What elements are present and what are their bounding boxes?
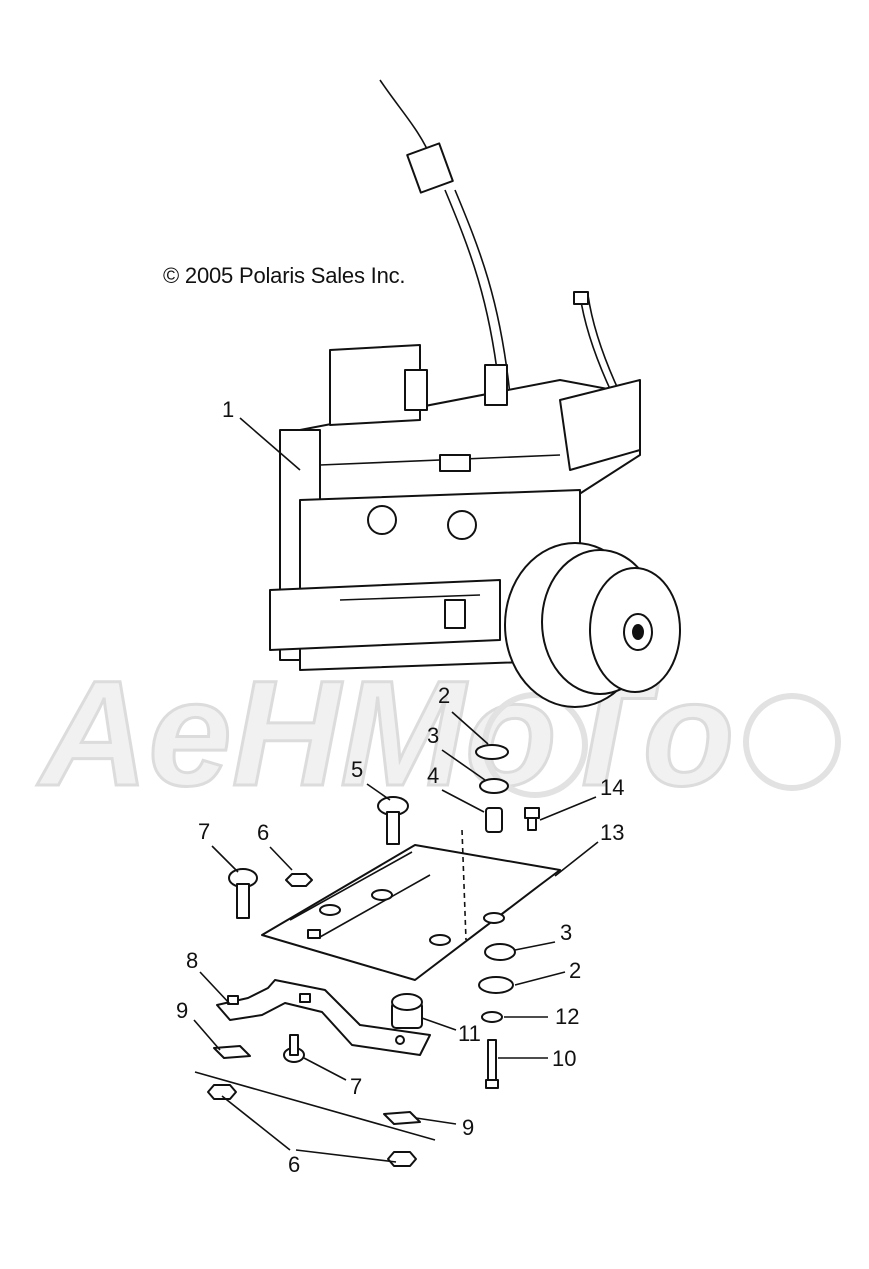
part-6-nut-1 bbox=[207, 1084, 237, 1100]
callout-2-lower: 2 bbox=[569, 958, 581, 983]
part-3-lower bbox=[484, 943, 516, 961]
callout-3-lower: 3 bbox=[560, 920, 572, 945]
callout-12: 12 bbox=[555, 1004, 579, 1029]
callout-2-top: 2 bbox=[438, 683, 450, 708]
part-13-plate bbox=[261, 829, 561, 981]
drive-clutch bbox=[504, 542, 681, 708]
callout-9-top: 9 bbox=[176, 998, 188, 1023]
callout-9-lower: 9 bbox=[462, 1115, 474, 1140]
callout-13: 13 bbox=[600, 820, 624, 845]
callout-7-top: 7 bbox=[198, 819, 210, 844]
part-6-nut-2 bbox=[387, 1151, 417, 1167]
callout-14: 14 bbox=[600, 775, 624, 800]
callout-10: 10 bbox=[552, 1046, 576, 1071]
hardware-alignment-line bbox=[194, 1071, 436, 1141]
part-11-bushing bbox=[391, 993, 423, 1029]
part-7-lower-bolt bbox=[283, 1034, 305, 1063]
part-5-bolt bbox=[377, 796, 409, 845]
leader-lines bbox=[193, 417, 599, 1163]
part-2-lower bbox=[478, 976, 514, 994]
callout-5: 5 bbox=[351, 757, 363, 782]
callout-1: 1 bbox=[222, 397, 234, 422]
copyright-notice: © 2005 Polaris Sales Inc. bbox=[163, 263, 406, 288]
callout-4: 4 bbox=[427, 763, 439, 788]
part-12-washer bbox=[481, 1011, 503, 1023]
part-3-top bbox=[479, 778, 509, 794]
callout-8: 8 bbox=[186, 948, 198, 973]
part-10-bolt bbox=[485, 1039, 499, 1089]
watermark-wheel-icon bbox=[743, 693, 841, 791]
part-6-top-nut bbox=[285, 873, 313, 887]
part-14-bolt bbox=[524, 807, 540, 831]
callout-6-lower: 6 bbox=[288, 1152, 300, 1177]
callout-3-top: 3 bbox=[427, 723, 439, 748]
part-7-top-bolt bbox=[228, 868, 258, 919]
callout-6-top: 6 bbox=[257, 820, 269, 845]
part-8-bracket bbox=[216, 979, 431, 1056]
part-9-shim bbox=[213, 1045, 251, 1059]
part-9-shim-2 bbox=[383, 1111, 421, 1125]
part-4-spacer bbox=[485, 807, 503, 833]
callout-7-lower: 7 bbox=[350, 1074, 362, 1099]
part-2-top bbox=[475, 744, 509, 760]
callout-11: 11 bbox=[458, 1021, 481, 1046]
